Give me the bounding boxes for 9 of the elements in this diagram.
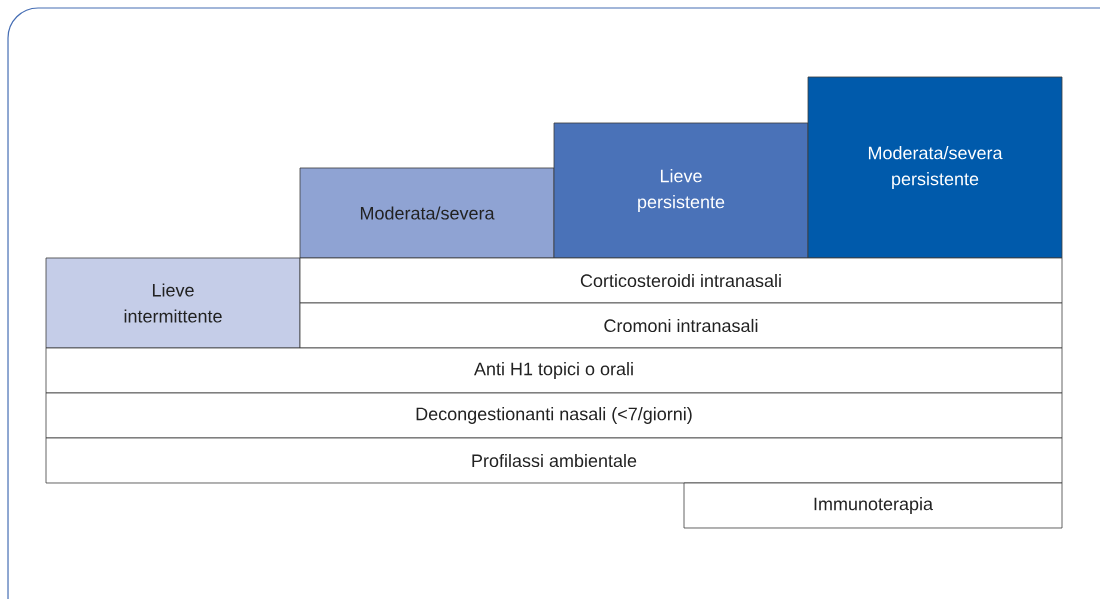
treatment-bar: Cromoni intranasali bbox=[299, 302, 1063, 349]
treatment-bar: Corticosteroidi intranasali bbox=[299, 257, 1063, 304]
severity-step: Lieve intermittente bbox=[45, 257, 301, 349]
treatment-bar: Anti H1 topici o orali bbox=[45, 347, 1063, 394]
severity-step: Moderata/severa bbox=[299, 167, 555, 259]
severity-step: Moderata/severa persistente bbox=[807, 76, 1063, 259]
severity-step: Lieve persistente bbox=[553, 122, 809, 259]
treatment-bar: Immunoterapia bbox=[683, 482, 1063, 529]
treatment-bar: Decongestionanti nasali (<7/giorni) bbox=[45, 392, 1063, 439]
